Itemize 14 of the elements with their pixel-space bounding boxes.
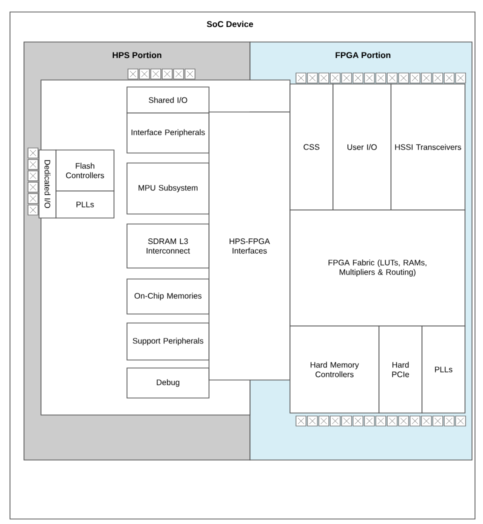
- block-box: Hard PCIe: [378, 326, 422, 414]
- block-box: User I/O: [332, 84, 392, 210]
- block-box: Debug: [126, 368, 210, 398]
- block-box: Flash Controllers: [56, 150, 114, 192]
- block-box: SDRAM L3 Interconnect: [126, 224, 210, 268]
- block-box: Support Peripherals: [126, 322, 210, 360]
- block-box: HSSI Transceivers: [390, 84, 466, 210]
- block-box: PLLs: [56, 190, 114, 218]
- block-box: MPU Subsystem: [126, 162, 210, 214]
- block-box: CSS: [290, 84, 334, 210]
- block-box: Shared I/O: [126, 86, 210, 114]
- block-box: On-Chip Memories: [126, 278, 210, 314]
- block-box: Interface Peripherals: [126, 112, 210, 154]
- block-box: PLLs: [422, 326, 466, 414]
